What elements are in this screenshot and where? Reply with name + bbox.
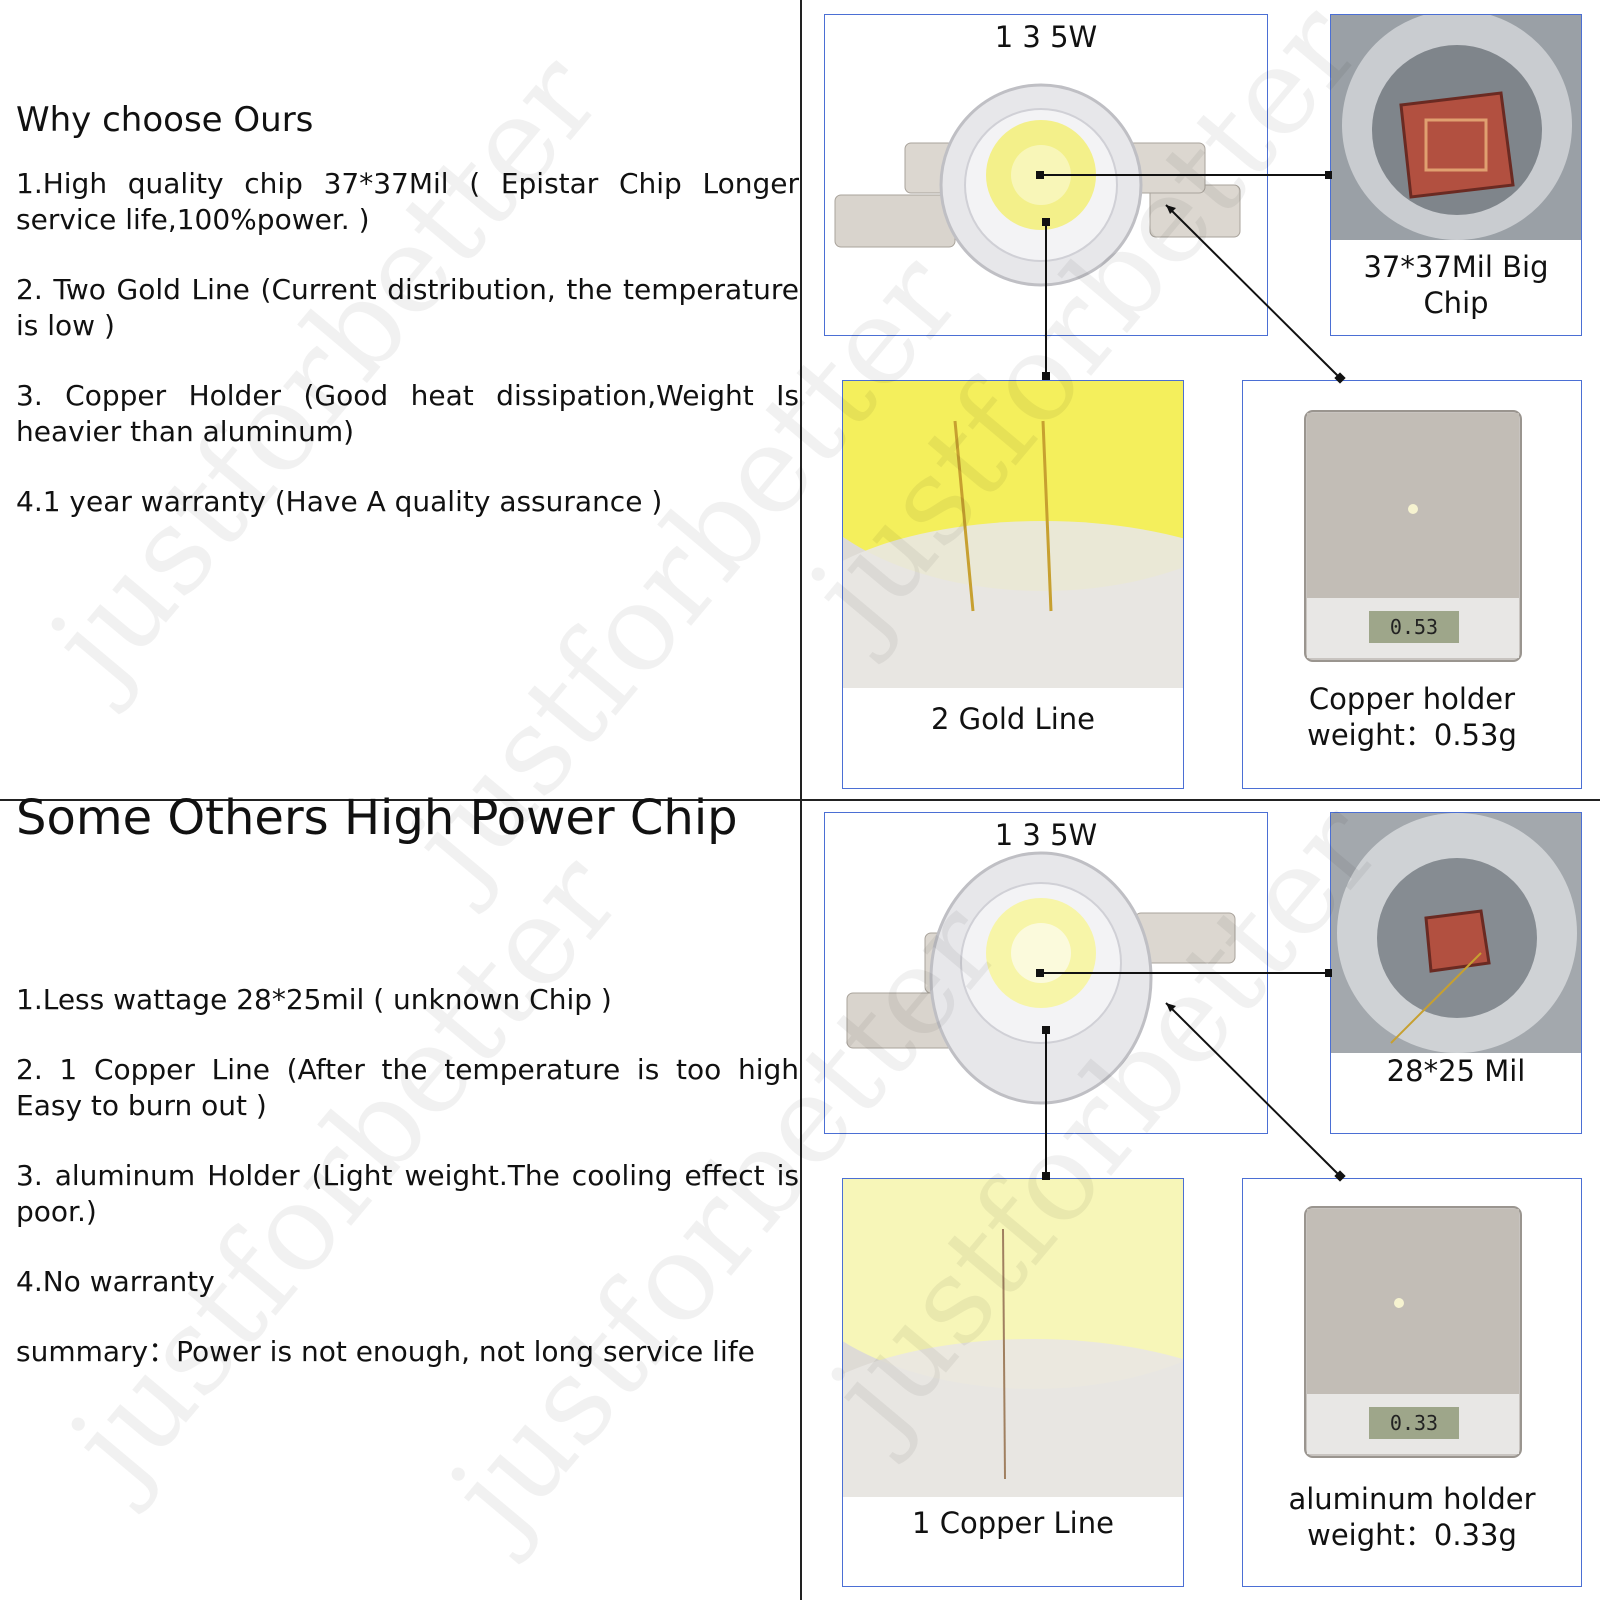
bottom-point-1: 1.Less wattage 28*25mil ( unknown Chip ) xyxy=(16,983,612,1016)
bottom-chip-box: 28*25 Mil xyxy=(1330,812,1582,1134)
top-scale-label-1: Copper holder xyxy=(1308,682,1516,716)
top-text-panel: Why choose Ours 1.High quality chip 37*3… xyxy=(16,100,799,554)
bottom-line-box: 1 Copper Line xyxy=(842,1178,1184,1587)
top-chip-label: 37*37Mil Big Chip xyxy=(1363,250,1549,320)
top-point-1: 1.High quality chip 37*37Mil ( Epistar C… xyxy=(16,167,799,236)
top-point-3: 3. Copper Holder (Good heat dissipation,… xyxy=(16,379,799,448)
bottom-scale-box: 0.33 aluminum holder weight：0.33g xyxy=(1242,1178,1582,1587)
bottom-point-4: 4.No warranty xyxy=(16,1265,215,1298)
top-scale-box: 0.53 Copper holder weight：0.53g xyxy=(1242,380,1582,789)
small-chip-closeup-image xyxy=(1331,813,1581,1053)
bottom-points-panel: 1.Less wattage 28*25mil ( unknown Chip )… xyxy=(16,982,799,1404)
top-led-box: 1 3 5W xyxy=(824,14,1268,336)
bottom-text-panel: Some Others High Power Chip xyxy=(16,790,799,846)
bottom-led-label: 1 3 5W xyxy=(994,818,1098,852)
gold-line-closeup-image xyxy=(843,381,1183,688)
top-scale-label-2: weight：0.53g xyxy=(1307,718,1517,752)
bottom-summary: summary：Power is not enough, not long se… xyxy=(16,1335,755,1368)
top-point-2: 2. Two Gold Line (Current distribution, … xyxy=(16,273,799,342)
bottom-heading: Some Others High Power Chip xyxy=(16,790,738,846)
high-power-led-image xyxy=(834,83,1241,287)
top-line-label: 2 Gold Line xyxy=(930,702,1095,736)
top-led-label: 1 3 5W xyxy=(994,20,1098,54)
top-point-4: 4.1 year warranty (Have A quality assura… xyxy=(16,485,663,518)
other-led-image xyxy=(846,851,1236,1105)
big-chip-closeup-image xyxy=(1331,15,1581,240)
bottom-chip-label: 28*25 Mil xyxy=(1386,1054,1526,1088)
bottom-point-2: 2. 1 Copper Line (After the temperature … xyxy=(16,1053,799,1122)
top-scale-readout: 0.53 xyxy=(1390,615,1438,639)
bottom-scale-label-1: aluminum holder xyxy=(1288,1482,1536,1516)
bottom-line-label: 1 Copper Line xyxy=(912,1506,1114,1540)
horizontal-divider xyxy=(0,799,1600,801)
top-line-box: 2 Gold Line xyxy=(842,380,1184,789)
scale-aluminum-image: 0.33 xyxy=(1304,1206,1522,1458)
bottom-led-box: 1 3 5W xyxy=(824,812,1268,1134)
copper-line-closeup-image xyxy=(843,1179,1183,1497)
top-heading: Why choose Ours xyxy=(16,100,314,140)
bottom-scale-readout: 0.33 xyxy=(1390,1411,1438,1435)
scale-copper-image: 0.53 xyxy=(1304,410,1522,662)
bottom-point-3: 3. aluminum Holder (Light weight.The coo… xyxy=(16,1159,799,1228)
bottom-scale-label-2: weight：0.33g xyxy=(1307,1518,1517,1552)
top-chip-box: 37*37Mil Big Chip xyxy=(1330,14,1582,336)
